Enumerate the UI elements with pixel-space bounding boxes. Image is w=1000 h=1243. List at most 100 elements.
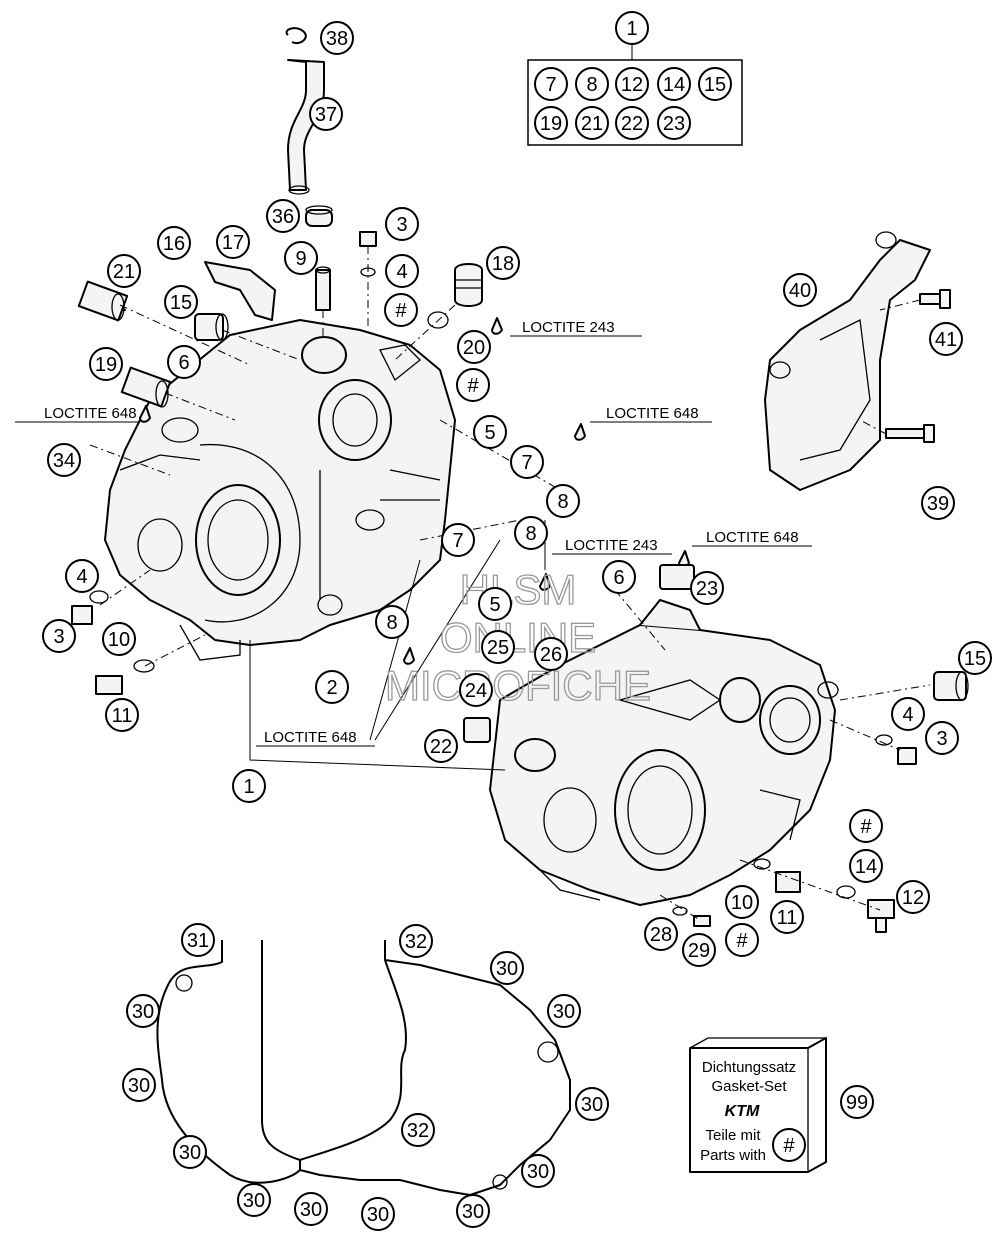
callout-circle (126, 994, 160, 1028)
callout-circle (657, 67, 691, 101)
plug-11-right (753, 858, 801, 893)
callout-circle (690, 571, 724, 605)
callout-circle (399, 924, 433, 958)
cover-bolt-39 (885, 424, 935, 443)
callout-number: 12 (621, 74, 643, 96)
gasket-box-line3: Teile mit (705, 1127, 761, 1144)
callout-circle (725, 923, 759, 957)
callout-c21-kit: 21 (575, 106, 609, 140)
callout-circle (216, 225, 250, 259)
callout-number: 12 (902, 887, 924, 909)
callout-c21: 21 (107, 254, 141, 288)
callout-number: 20 (463, 337, 485, 359)
callout-c19: 19 (89, 347, 123, 381)
loctite-243-top-label: LOCTITE 243 (522, 319, 615, 336)
callout-number: 19 (95, 354, 117, 376)
plug-12 (836, 885, 895, 933)
callout-c6-left: 6 (167, 345, 201, 379)
callout-c20: 20 (457, 330, 491, 364)
callout-number: 4 (76, 566, 87, 588)
callout-circle (473, 415, 507, 449)
callout-number: 22 (621, 113, 643, 135)
callout-c4-right: 4 (891, 697, 925, 731)
callout-c7-low: 7 (441, 523, 475, 557)
callout-c9: 9 (284, 241, 318, 275)
callout-number: 14 (855, 856, 877, 878)
callout-circle (547, 994, 581, 1028)
callout-c29: 29 (682, 933, 716, 967)
gasket-box-line1: Dichtungssatz (702, 1059, 796, 1076)
callout-number: 7 (545, 74, 556, 96)
callout-number: 32 (405, 931, 427, 953)
callout-circle (615, 67, 649, 101)
ktm-logo: KTM (725, 1103, 760, 1120)
callout-circle (157, 226, 191, 260)
callout-circle (682, 933, 716, 967)
callout-number: 4 (902, 704, 913, 726)
callout-circle (237, 1183, 271, 1217)
callout-circle (575, 1087, 609, 1121)
callout-number: 3 (936, 728, 947, 750)
callout-circle (615, 11, 649, 45)
loctite-648-mid-label: LOCTITE 648 (706, 529, 799, 546)
callout-c3-left: 3 (42, 619, 76, 653)
callout-circle (384, 293, 418, 327)
right-crankcase-half (489, 599, 839, 906)
callout-c30-c: 30 (547, 994, 581, 1028)
callout-circle (698, 67, 732, 101)
callout-number: 4 (396, 261, 407, 283)
callout-number: 11 (112, 705, 133, 727)
callout-circle (401, 1113, 435, 1147)
callout-circle (164, 285, 198, 319)
callout-circle (770, 900, 804, 934)
callout-c34: 34 (47, 443, 81, 477)
callout-c38: 38 (320, 21, 354, 55)
callout-number: 30 (527, 1161, 549, 1183)
callout-c14-kit: 14 (657, 67, 691, 101)
callout-c8-left: 8 (375, 605, 409, 639)
callout-c23: 23 (690, 571, 724, 605)
callout-circle (534, 67, 568, 101)
callout-circle (510, 445, 544, 479)
callout-number: 8 (586, 74, 597, 96)
callout-number: 34 (53, 450, 75, 472)
callout-number: 3 (53, 626, 64, 648)
callout-number: 15 (170, 292, 192, 314)
callout-number: 30 (128, 1075, 150, 1097)
callout-number: 26 (540, 644, 562, 666)
callout-circle (375, 605, 409, 639)
callout-circle (457, 330, 491, 364)
callout-c14: 14 (849, 849, 883, 883)
nozzle-9 (315, 266, 331, 311)
callout-number: 30 (179, 1142, 201, 1164)
callout-number: 21 (581, 113, 603, 135)
callout-number: 1 (626, 18, 637, 40)
callout-hash-low: # (725, 923, 759, 957)
callout-circle (772, 1128, 806, 1162)
callout-c37: 37 (309, 97, 343, 131)
callout-number: 19 (540, 113, 562, 135)
callout-number: 31 (187, 930, 209, 952)
callout-number: 30 (462, 1201, 484, 1223)
callout-number: 41 (935, 329, 957, 351)
gasket-box-line4: Parts with (700, 1147, 766, 1164)
callout-circle (783, 273, 817, 307)
callout-number: 30 (496, 958, 518, 980)
callout-c39: 39 (921, 486, 955, 520)
callout-number: 7 (452, 530, 463, 552)
callout-c1-top: 1 (615, 11, 649, 45)
callout-c15-right: 15 (958, 641, 992, 675)
sleeve-21 (77, 280, 129, 322)
callout-number: 28 (650, 924, 672, 946)
callout-number: 21 (113, 261, 135, 283)
callout-circle (294, 1192, 328, 1226)
callout-hash-20: # (456, 368, 490, 402)
callout-c7-kit: 7 (534, 67, 568, 101)
callout-circle (657, 106, 691, 140)
callout-number: 11 (777, 907, 798, 929)
callout-circle (575, 67, 609, 101)
callout-circle (521, 1154, 555, 1188)
callout-c30-i: 30 (294, 1192, 328, 1226)
callout-c40: 40 (783, 273, 817, 307)
